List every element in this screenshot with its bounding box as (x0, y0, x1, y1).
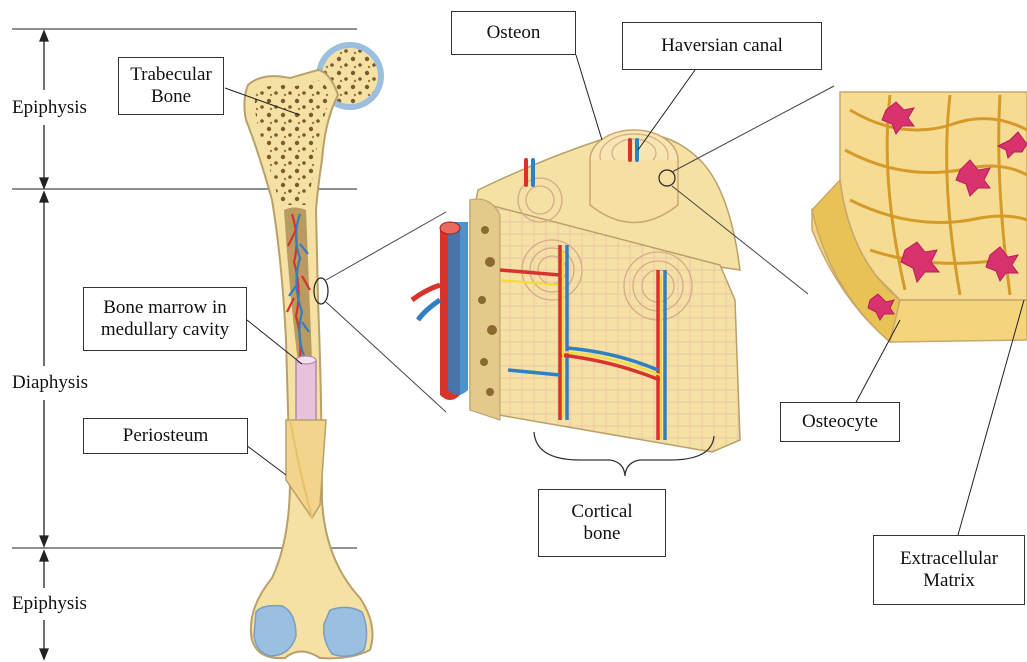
callout-osteon-line-1: Osteon (487, 22, 541, 44)
callout-cortical-bone-line-1: Cortical (571, 501, 632, 523)
callout-trabecular-bone: Trabecular Bone (118, 57, 224, 115)
callout-bone-marrow-line-1: Bone marrow in (103, 297, 226, 319)
callout-osteocyte-line-1: Osteocyte (802, 411, 878, 433)
region-arrows (40, 31, 48, 659)
region-label-diaphysis: Diaphysis (12, 372, 88, 394)
condyle-left (254, 606, 296, 656)
callout-periosteum-line-1: Periosteum (123, 425, 209, 447)
femur (244, 42, 384, 658)
region-label-epiphysis-bottom: Epiphysis (12, 593, 87, 615)
callout-bone-marrow-line-2: medullary cavity (101, 319, 229, 341)
marrow-cylinder (296, 360, 316, 422)
callout-extracellular-matrix: Extracellular Matrix (873, 535, 1025, 605)
callout-haversian-canal: Haversian canal (622, 22, 822, 70)
callout-cortical-bone: Cortical bone (538, 489, 666, 557)
callout-cortical-bone-line-2: bone (584, 523, 621, 545)
callout-trabecular-bone-line-2: Bone (151, 86, 191, 108)
callout-haversian-canal-line-1: Haversian canal (661, 35, 783, 57)
region-label-epiphysis-top: Epiphysis (12, 97, 87, 119)
osteocyte-wedge (812, 92, 1027, 342)
callout-extracellular-matrix-line-2: Matrix (923, 570, 975, 592)
callout-bone-marrow: Bone marrow in medullary cavity (83, 287, 247, 351)
condyle-right (324, 607, 367, 656)
callout-trabecular-bone-line-1: Trabecular (130, 64, 212, 86)
callout-extracellular-matrix-line-1: Extracellular (900, 548, 998, 570)
callout-osteocyte: Osteocyte (780, 402, 900, 442)
callout-periosteum: Periosteum (83, 418, 248, 454)
callout-osteon: Osteon (451, 11, 576, 55)
cortical-bone-block (412, 130, 740, 452)
